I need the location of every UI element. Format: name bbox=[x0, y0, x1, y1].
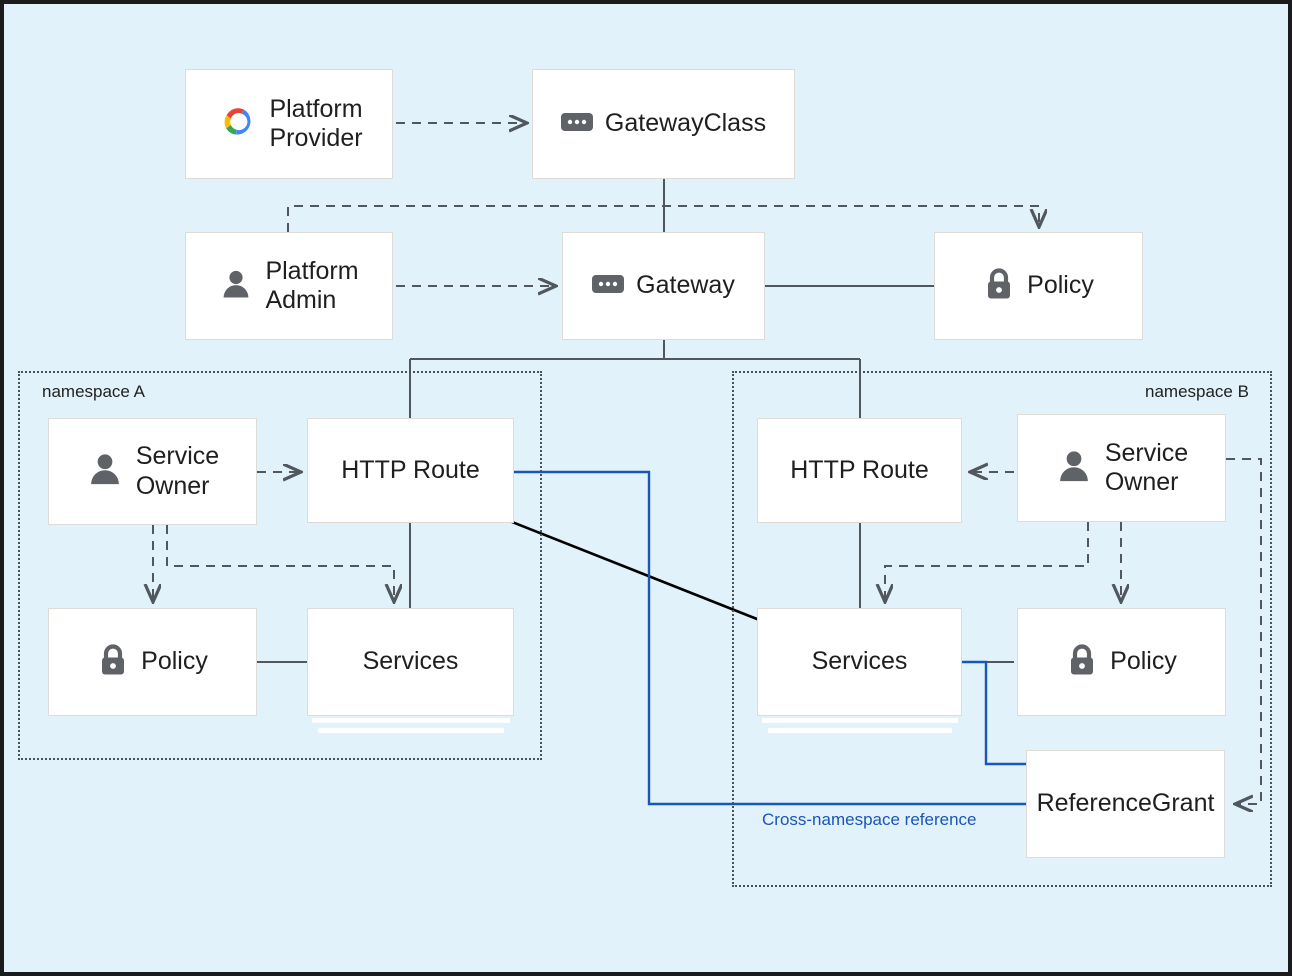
node-gateway[interactable]: Gateway bbox=[562, 232, 765, 340]
node-services-a[interactable]: Services bbox=[307, 608, 514, 716]
lock-icon bbox=[97, 642, 129, 683]
node-policy-a-label: Policy bbox=[141, 647, 208, 676]
node-gateway-label: Gateway bbox=[636, 271, 735, 300]
node-platform-provider[interactable]: Platform Provider bbox=[185, 69, 393, 179]
cross-namespace-reference-label: Cross-namespace reference bbox=[762, 810, 977, 829]
node-http-route-a[interactable]: HTTP Route bbox=[307, 418, 514, 523]
node-service-owner-b[interactable]: Service Owner bbox=[1017, 414, 1226, 522]
lock-icon bbox=[1066, 642, 1098, 683]
lock-icon bbox=[983, 266, 1015, 307]
node-policy-top[interactable]: Policy bbox=[934, 232, 1143, 340]
node-http-route-b[interactable]: HTTP Route bbox=[757, 418, 962, 523]
node-http-route-b-label: HTTP Route bbox=[790, 455, 929, 484]
node-services-b-label: Services bbox=[811, 647, 908, 676]
namespace-b-boundary bbox=[732, 371, 1272, 887]
gateway-icon bbox=[560, 111, 593, 138]
edge-platform-admin-to-policy bbox=[287, 205, 1039, 232]
namespace-a-boundary bbox=[18, 371, 542, 760]
node-policy-b-label: Policy bbox=[1110, 647, 1177, 676]
node-platform-provider-label: Platform Provider bbox=[269, 94, 363, 153]
node-service-owner-a-label: Service Owner bbox=[135, 442, 220, 500]
node-policy-b[interactable]: Policy bbox=[1017, 608, 1226, 716]
node-policy-a[interactable]: Policy bbox=[48, 608, 257, 716]
node-service-owner-a[interactable]: Service Owner bbox=[48, 418, 257, 525]
node-http-route-a-label: HTTP Route bbox=[341, 455, 480, 484]
namespace-b-label: namespace B bbox=[1145, 382, 1249, 401]
node-services-a-label: Services bbox=[362, 647, 459, 676]
namespace-a-label: namespace A bbox=[42, 382, 146, 401]
node-policy-top-label: Policy bbox=[1027, 271, 1094, 300]
google-cloud-icon bbox=[215, 101, 257, 148]
node-services-b[interactable]: Services bbox=[757, 608, 962, 716]
gateway-icon bbox=[592, 273, 625, 300]
person-icon bbox=[219, 267, 253, 306]
node-services-b-stack bbox=[757, 718, 962, 738]
node-platform-admin[interactable]: Platform Admin bbox=[185, 232, 393, 340]
node-reference-grant-label: ReferenceGrant bbox=[1036, 789, 1215, 818]
node-platform-admin-label: Platform Admin bbox=[265, 256, 359, 315]
node-gatewayclass-label: GatewayClass bbox=[604, 109, 767, 138]
node-gatewayclass[interactable]: GatewayClass bbox=[532, 69, 795, 179]
node-reference-grant[interactable]: ReferenceGrant bbox=[1026, 750, 1225, 858]
person-icon bbox=[1055, 447, 1093, 490]
person-icon bbox=[86, 450, 124, 493]
node-service-owner-b-label: Service Owner bbox=[1104, 438, 1189, 497]
node-services-a-stack bbox=[307, 718, 514, 738]
